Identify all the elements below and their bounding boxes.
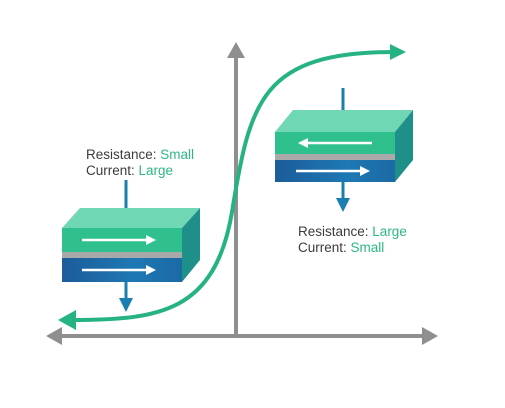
curve-path: [71, 50, 396, 322]
axes: [46, 42, 438, 345]
right-current-out-arrow-icon: [336, 182, 350, 212]
left-current-value: Large: [138, 163, 174, 178]
right-current-label: Current: Small: [298, 240, 384, 256]
x-axis-left-arrowhead: [46, 327, 62, 345]
left-right-side: [182, 208, 200, 282]
right-current-value: Small: [350, 240, 385, 255]
left-spacer: [62, 252, 182, 258]
right-top-face: [275, 110, 413, 132]
right-resistance-value: Large: [372, 224, 407, 239]
left-resistance-prefix: Resistance:: [86, 147, 161, 162]
right-bottom-magnet-arrow-icon: [296, 166, 370, 176]
left-top-magnet-arrow-icon: [82, 235, 156, 245]
left-resistance-label: Resistance: Small: [86, 147, 194, 163]
curve-left-arrowhead: [58, 310, 76, 330]
left-top-face: [62, 208, 200, 228]
right-resistance-label: Resistance: Large: [298, 224, 407, 240]
curve-right-arrowhead: [390, 44, 406, 60]
right-mtj-block: [275, 88, 413, 212]
right-spacer: [275, 154, 395, 160]
left-current-label: Current: Large: [86, 163, 173, 179]
right-resistance-prefix: Resistance:: [298, 224, 373, 239]
right-current-prefix: Current:: [298, 240, 351, 255]
left-current-out-arrow-icon: [119, 282, 133, 312]
right-top-magnet-arrow-icon: [298, 138, 372, 148]
right-right-side: [395, 110, 413, 182]
left-current-prefix: Current:: [86, 163, 139, 178]
left-bottom-magnet-arrow-icon: [82, 265, 156, 275]
left-mtj-block: [62, 180, 200, 312]
x-axis-right-arrowhead: [422, 327, 438, 345]
y-axis-arrowhead: [227, 42, 245, 58]
left-resistance-value: Small: [160, 147, 195, 162]
resistance-curve: [58, 44, 406, 330]
